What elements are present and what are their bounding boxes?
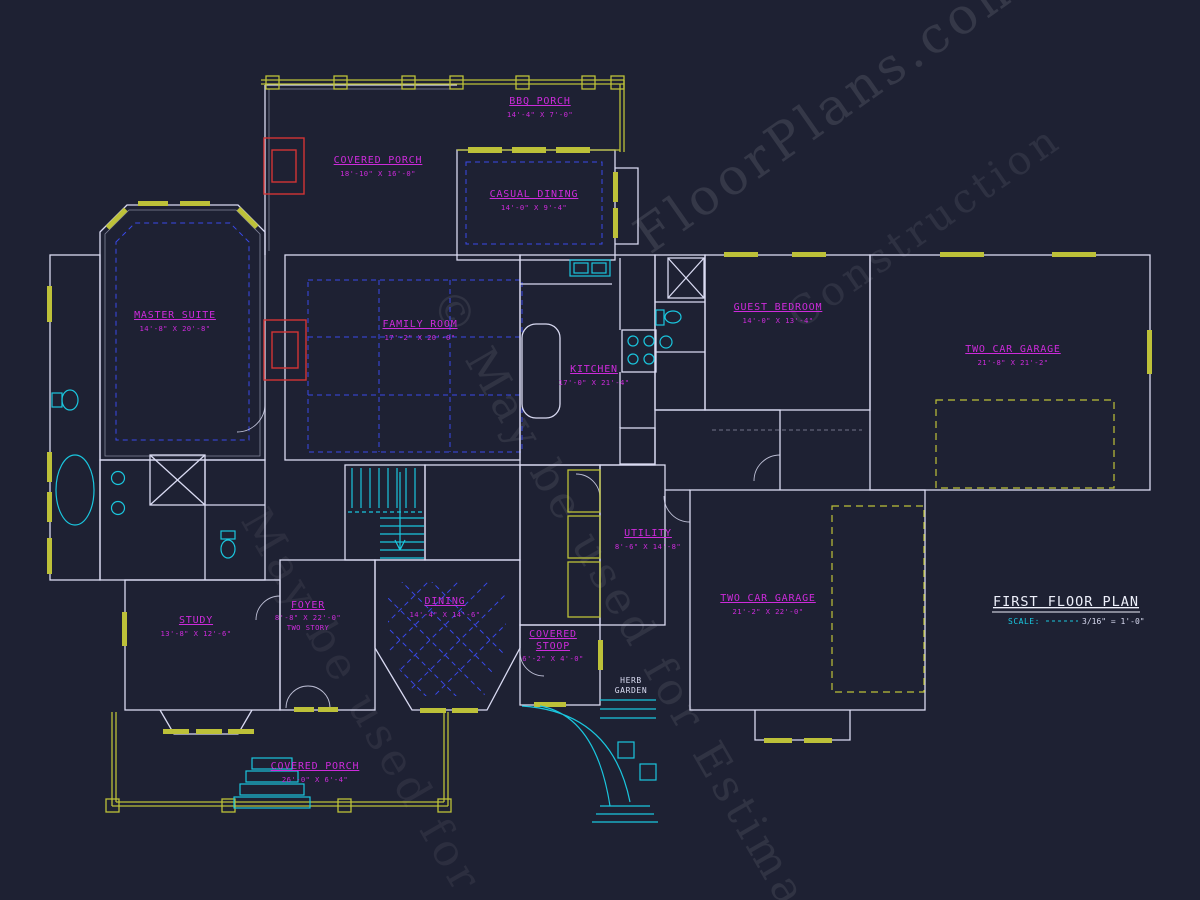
toilet-powder xyxy=(220,530,236,559)
garage-hall-walls xyxy=(655,409,781,491)
master-tray-ceiling xyxy=(115,222,250,441)
bathtub xyxy=(55,454,95,526)
room-label-foyer: FOYER xyxy=(291,600,325,611)
utility-appliances xyxy=(567,469,601,618)
guest-bath-walls xyxy=(654,254,706,411)
herb-garden-walk xyxy=(521,699,658,823)
room-label-guest-bedroom: GUEST BEDROOM xyxy=(734,302,823,313)
room-dims-covered-porch-bottom: 26'-0" X 6'-4" xyxy=(282,775,348,784)
garage-bottom-bump xyxy=(754,710,851,741)
room-label-kitchen: KITCHEN xyxy=(570,364,618,375)
room-dims-kitchen: 17'-0" X 21'-4" xyxy=(559,378,630,387)
guest-bath-dividers xyxy=(655,301,705,353)
covered-porch-walls xyxy=(264,84,457,255)
room-dims-garage-right: 21'-8" X 21'-2" xyxy=(978,358,1049,367)
study-walls xyxy=(124,579,281,711)
room-label-covered-stoop-1: COVERED xyxy=(529,629,577,640)
kitchen-island xyxy=(521,323,561,419)
room-dims-foyer: 8'-8" X 22'-0" xyxy=(275,613,341,622)
room-dims-utility: 8'-6" X 14'-8" xyxy=(615,542,681,551)
stair-closet-walls xyxy=(424,464,521,561)
room-dims-bbq-porch: 14'-4" X 7'-0" xyxy=(507,110,573,119)
shower-x xyxy=(149,454,206,506)
windows-porches-layer xyxy=(47,75,1152,813)
room-dims-garage-bottom: 21'-2" X 22'-0" xyxy=(733,607,804,616)
scale-label: SCALE: xyxy=(1008,617,1040,626)
room-label-bbq-porch: BBQ PORCH xyxy=(509,96,570,107)
toilet-master xyxy=(51,389,79,411)
study-door-arc xyxy=(255,595,281,621)
front-door-arcs xyxy=(285,685,331,709)
room-label-covered-stoop-2: STOOP xyxy=(536,641,570,652)
guest-closet xyxy=(667,257,705,299)
kitchen-fridge xyxy=(619,427,656,465)
master-door-arc xyxy=(236,403,266,433)
covered-porch-bottom-columns xyxy=(105,798,452,813)
watermark-estimations-1: © May be used for Estimations xyxy=(420,280,885,900)
kitchen-sink xyxy=(569,259,611,277)
toilet-guest xyxy=(655,309,682,349)
garage-right-door xyxy=(935,399,1115,489)
kitchen-range xyxy=(621,329,657,373)
room-label-garage-right: TWO CAR GARAGE xyxy=(965,344,1061,355)
room-label-covered-porch-bottom: COVERED PORCH xyxy=(271,761,360,772)
fireplaces-layer xyxy=(263,137,307,381)
watermark-site: FloorPlans.com xyxy=(624,0,1037,265)
room-dims-master-suite: 14'-8" X 20'-8" xyxy=(140,324,211,333)
room-label-garage-bottom: TWO CAR GARAGE xyxy=(720,593,816,604)
outdoor-fireplace xyxy=(263,137,305,195)
room-labels-layer: BBQ PORCH 14'-4" X 7'-0" COVERED PORCH 1… xyxy=(134,96,1061,784)
room-extra-foyer: TWO STORY xyxy=(287,623,330,632)
room-dims-guest-bedroom: 14'-0" X 13'-4" xyxy=(743,316,814,325)
kitchen-counters xyxy=(520,258,621,428)
left-bath-strip-walls xyxy=(49,254,101,581)
bbq-porch-columns xyxy=(265,75,625,90)
room-label-master-suite: MASTER SUITE xyxy=(134,310,216,321)
door-swings-layer xyxy=(236,403,781,709)
covered-porch-inner-wall xyxy=(268,88,453,251)
room-dims-covered-porch-top: 18'-10" X 16'-0" xyxy=(340,169,416,178)
master-suite-inner-wall xyxy=(104,209,261,457)
room-label-family-room: FAMILY ROOM xyxy=(382,319,457,330)
title-block: FIRST FLOOR PLAN SCALE: 3/16" = 1'-0" xyxy=(992,594,1145,626)
room-dims-dining: 14'-4" X 14'-6" xyxy=(410,610,481,619)
casual-dining-bay xyxy=(615,167,639,245)
guest-closet-x xyxy=(667,257,705,299)
porch-steps xyxy=(233,757,311,809)
plan-title: FIRST FLOOR PLAN xyxy=(993,594,1139,610)
room-label-study: STUDY xyxy=(179,615,213,626)
bbq-porch-outline xyxy=(261,79,625,152)
room-dims-casual-dining: 14'-0" X 9'-4" xyxy=(501,203,567,212)
room-dims-study: 13'-8" X 12'-6" xyxy=(161,629,232,638)
staircase xyxy=(348,468,424,559)
room-dims-family-room: 17'-2" X 20'-0" xyxy=(385,333,456,342)
garage-right-walls xyxy=(869,254,1151,491)
garage-entry-door-arc xyxy=(663,495,691,523)
covered-porch-bottom-outline xyxy=(111,712,449,807)
scale-value: 3/16" = 1'-0" xyxy=(1082,617,1145,626)
shower-walls xyxy=(149,454,206,506)
hall-door-arc xyxy=(753,454,781,482)
garage-bottom-door xyxy=(831,505,925,693)
room-label-casual-dining: CASUAL DINING xyxy=(490,189,579,200)
master-sinks xyxy=(110,470,126,516)
family-coffer-grid xyxy=(308,280,522,452)
room-label-utility: UTILITY xyxy=(624,528,672,539)
stoop-door-arc xyxy=(519,651,545,677)
garage-bottom-walls xyxy=(689,489,926,711)
cooktop-burners xyxy=(627,335,655,365)
family-room-fireplace xyxy=(263,319,307,381)
watermark-construction: Construction xyxy=(779,115,1070,338)
room-label-dining: DINING xyxy=(425,596,466,607)
windows xyxy=(47,147,1152,743)
fixtures-layer xyxy=(51,259,682,823)
room-dims-covered-stoop: 6'-2" X 4'-0" xyxy=(522,654,583,663)
casual-dining-ceiling xyxy=(465,161,603,245)
room-label-herb-garden-1: HERB xyxy=(620,676,642,685)
room-label-covered-porch-top: COVERED PORCH xyxy=(334,155,423,166)
room-label-herb-garden-2: GARDEN xyxy=(615,686,648,695)
